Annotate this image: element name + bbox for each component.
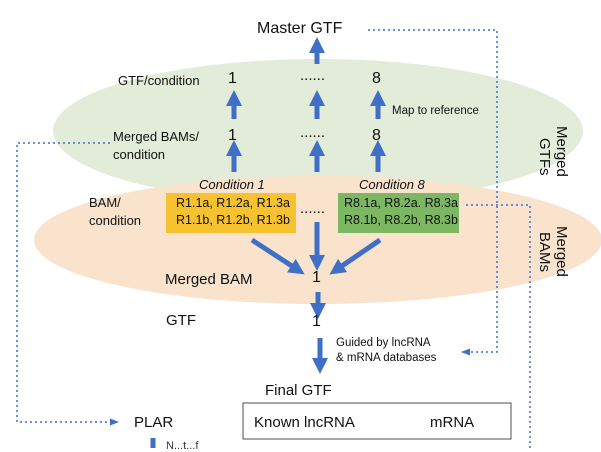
- merged-bams-first: 1: [228, 127, 237, 144]
- gtf-label: GTF: [166, 312, 196, 329]
- condition-8-row-1: R8.1a, R8.2a. R8.3a: [344, 196, 458, 210]
- guided-label-2: & mRNA databases: [336, 352, 437, 364]
- master-gtf-label: Master GTF: [257, 20, 343, 37]
- merged-bams-ellipsis: ......: [300, 124, 326, 141]
- merged-gtfs-side-label-1: Merged: [553, 126, 570, 177]
- plar-label: PLAR: [134, 414, 174, 431]
- final-gtf-box: [242, 402, 512, 440]
- condition-1-title: Condition 1: [199, 177, 265, 192]
- merged-bams-side-label-1: Merged: [553, 226, 570, 277]
- condition-8-box: [338, 193, 459, 233]
- dotted-merged-bams-to-plar: [16, 142, 119, 426]
- merged-bam-value: 1: [312, 269, 321, 286]
- cut-off-label: N...t...f: [166, 440, 199, 452]
- gtf-condition-last: 8: [372, 70, 381, 87]
- known-lncrna-label: Known lncRNA: [254, 414, 355, 431]
- condition-1-box: [166, 193, 296, 233]
- condition-ellipsis: ......: [300, 200, 326, 217]
- bam-condition-label-2: condition: [89, 213, 142, 228]
- arrow-cond1-to-merged-bam: [250, 237, 305, 275]
- condition-8-title: Condition 8: [359, 177, 425, 192]
- dotted-condition8-out: [466, 204, 531, 448]
- gtf-condition-label: GTF/condition: [118, 73, 200, 88]
- arrow-cond8-to-merged-bam: [329, 237, 382, 275]
- merged-gtfs-ellipse: [53, 59, 583, 203]
- merged-bams-condition-label-2: condition: [113, 147, 166, 162]
- final-gtf-label: Final GTF: [265, 382, 332, 399]
- gtf-value: 1: [312, 313, 321, 330]
- merged-bams-last: 8: [372, 127, 381, 144]
- map-to-reference-label: Map to reference: [392, 105, 479, 117]
- merged-gtfs-side-label-2: GTFs: [536, 138, 553, 176]
- dotted-master-to-databases: [368, 29, 498, 356]
- mrna-label: mRNA: [430, 414, 475, 431]
- merged-bam-label: Merged BAM: [165, 271, 253, 288]
- condition-8-row-2: R8.1b, R8.2b, R8.3b: [344, 213, 458, 227]
- merged-bams-side-label-2: BAMs: [536, 232, 553, 273]
- guided-label-1: Guided by lncRNA: [336, 337, 431, 349]
- gtf-condition-ellipsis: ......: [300, 67, 326, 84]
- bam-condition-label-1: BAM/: [89, 195, 121, 210]
- gtf-condition-first: 1: [228, 70, 237, 87]
- merged-bams-condition-label-1: Merged BAMs/: [113, 129, 199, 144]
- condition-1-row-2: R1.1b, R1.2b, R1.3b: [176, 213, 290, 227]
- condition-1-row-1: R1.1a, R1.2a, R1.3a: [176, 196, 290, 210]
